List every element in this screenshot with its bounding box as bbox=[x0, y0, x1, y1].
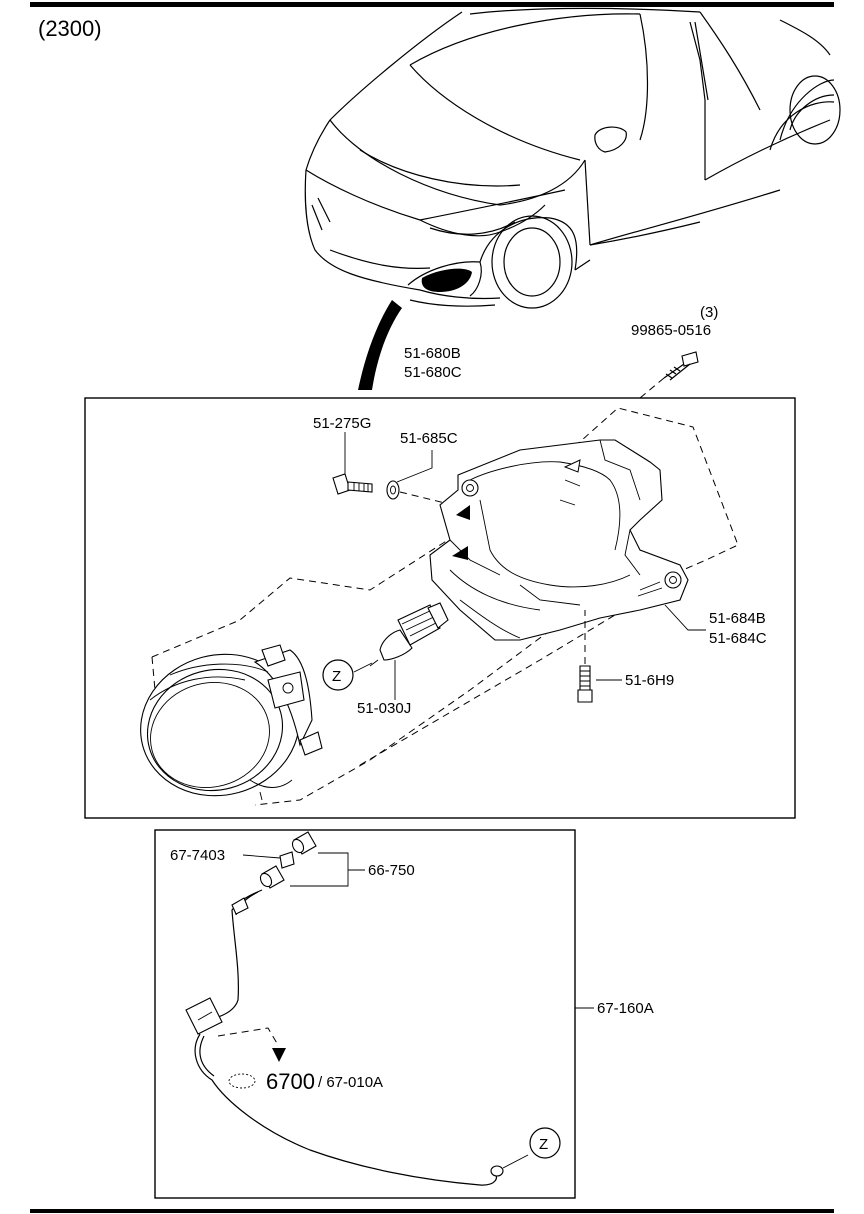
reference-group-6700: 6700 / 67-010A bbox=[228, 1069, 383, 1094]
label-bulb-ref: Z bbox=[332, 668, 341, 685]
pointer-arrow bbox=[358, 300, 402, 390]
bolt-51-275g bbox=[332, 473, 373, 495]
label-bolt: 51-275G bbox=[313, 415, 371, 432]
label-housing-b: 51-680B bbox=[404, 345, 461, 362]
group-code: (2300) bbox=[38, 16, 102, 41]
label-screw-qty: (3) bbox=[700, 304, 718, 321]
wire-harness bbox=[185, 889, 529, 1186]
bulb-reference-circle bbox=[322, 659, 354, 691]
assembly-guide-lines bbox=[151, 407, 739, 806]
bulb-51-030j bbox=[369, 602, 449, 667]
fog-lamp-unit bbox=[140, 644, 323, 801]
harness-reference-circle bbox=[529, 1127, 561, 1159]
label-bracket-b: 51-684B bbox=[709, 610, 766, 627]
label-bulb: 51-030J bbox=[357, 700, 411, 717]
bolt-51-6h9 bbox=[577, 610, 593, 703]
label-washer: 51-685C bbox=[400, 430, 458, 447]
label-housing-c: 51-680C bbox=[404, 364, 462, 381]
label-bracket-c: 51-684C bbox=[709, 630, 767, 647]
washer-51-685c bbox=[386, 480, 400, 500]
label-screw: 99865-0516 bbox=[631, 322, 711, 339]
fog-light-opening bbox=[421, 268, 472, 292]
bottom-rule bbox=[30, 1209, 834, 1213]
ref-main: 6700 bbox=[266, 1069, 315, 1094]
fog-light-assembly-box bbox=[84, 397, 796, 819]
label-grommet: 67-7403 bbox=[170, 847, 225, 864]
bracket-housing bbox=[429, 439, 689, 641]
label-bolt-lower: 51-6H9 bbox=[625, 672, 674, 689]
ref-sub: / 67-010A bbox=[318, 1074, 383, 1091]
label-harness-ref: Z bbox=[539, 1136, 548, 1153]
label-connector: 66-750 bbox=[368, 862, 415, 879]
harness-box bbox=[154, 829, 576, 1199]
label-harness: 67-160A bbox=[597, 1000, 654, 1017]
connector-parts bbox=[259, 831, 317, 889]
car-illustration bbox=[304, 7, 841, 309]
screw-99865 bbox=[639, 351, 699, 399]
top-rule bbox=[30, 2, 834, 7]
